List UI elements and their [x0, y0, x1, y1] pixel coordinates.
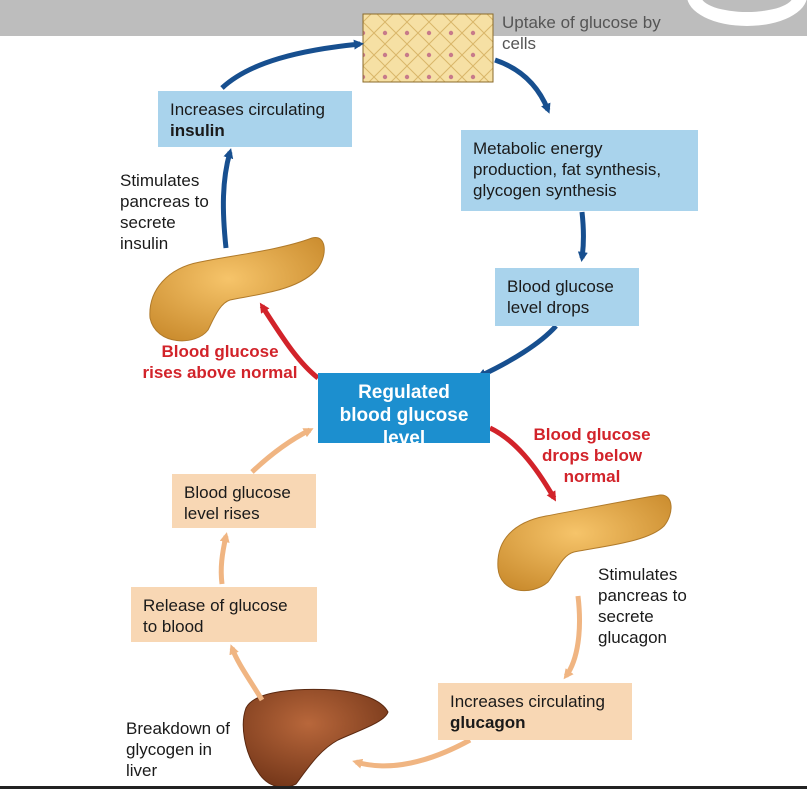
arrow-to-liver — [352, 737, 472, 769]
stimulates-insulin-label: Stimulates pancreas to secrete insulin — [120, 171, 209, 253]
arrow-to-pancreas-top — [259, 302, 320, 380]
uptake-label: Uptake of glucose by cells — [502, 13, 661, 53]
rises-box: Blood glucose level rises — [172, 474, 316, 528]
pancreas-icon — [149, 237, 325, 342]
pancreas-icon — [497, 494, 672, 591]
metabolic-box: Metabolic energy production, fat synthes… — [461, 130, 698, 211]
arrow-to-rises — [218, 532, 230, 585]
arrow-to-center — [476, 324, 558, 379]
arrow-to-center-up — [250, 427, 314, 474]
regulated-level-box: Regulated blood glucose level — [318, 373, 490, 449]
arrow-to-drops — [577, 211, 588, 262]
stimulates-glucagon-label: Stimulates pancreas to secrete glucagon — [598, 565, 687, 647]
bottom-rule — [0, 786, 807, 789]
arrow-to-glucagon — [563, 595, 582, 680]
drops-below-label: Blood glucose drops below normal — [533, 425, 651, 486]
arrow-to-release — [229, 644, 265, 702]
arrow-to-cells — [220, 39, 364, 90]
rises-above-label: Blood glucose rises above normal — [142, 342, 298, 382]
drops-box: Blood glucose level drops — [495, 268, 639, 326]
insulin-box: Increases circulating insulin — [158, 91, 352, 147]
glucagon-box: Increases circulating glucagon — [438, 683, 632, 740]
arrow-to-metabolic — [494, 57, 551, 114]
glucagon-box-line1: Increases circulating — [450, 692, 605, 711]
arrow-to-pancreas-bottom — [488, 425, 557, 502]
release-box: Release of glucose to blood — [131, 587, 317, 642]
breakdown-label: Breakdown of glycogen in liver — [126, 719, 230, 780]
liver-icon — [242, 688, 389, 788]
cells-icon — [362, 13, 494, 83]
glucagon-box-line2: glucagon — [450, 713, 526, 732]
insulin-box-line2: insulin — [170, 121, 225, 140]
arrow-to-insulin — [220, 148, 234, 249]
insulin-box-line1: Increases circulating — [170, 100, 325, 119]
